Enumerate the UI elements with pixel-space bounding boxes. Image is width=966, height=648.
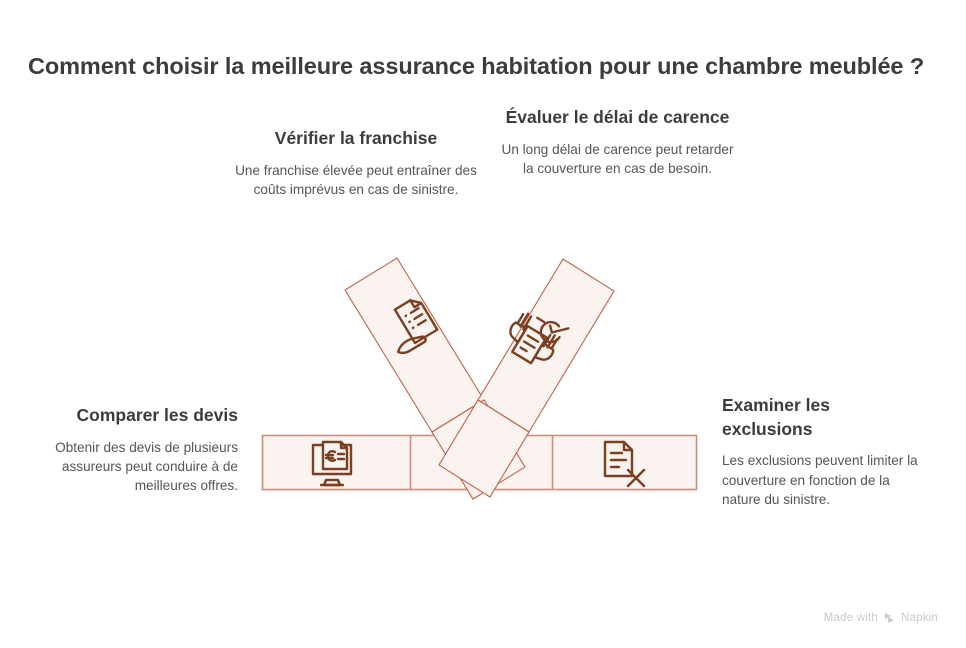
- label-title-examiner-les-exclusions: Examiner les exclusions: [722, 395, 830, 439]
- document-x-icon: [603, 440, 646, 488]
- label-description-comparer-les-devis: Obtenir des devis de plusieurs assureurs…: [55, 439, 238, 494]
- document-hands-check-icon: [509, 312, 570, 365]
- napkin-chevrons-icon: [883, 611, 896, 624]
- label-description-verifier-la-franchise: Une franchise élevée peut entraîner des …: [235, 162, 477, 197]
- document-in-hand-icon: [393, 299, 439, 355]
- label-description-evaluer-le-delai-de-carence: Un long délai de carence peut retarder l…: [501, 141, 734, 176]
- label-block-examiner-les-exclusions: Examiner les exclusions Les exclusions p…: [722, 394, 922, 509]
- watermark-made-with-label: Made with: [823, 611, 878, 624]
- arm-right-lower-segment-overlay: [438, 399, 530, 498]
- label-block-comparer-les-devis: Comparer les devis Obtenir des devis de …: [38, 404, 238, 496]
- watermark[interactable]: Made with Napkin: [824, 611, 938, 624]
- page-title: Comment choisir la meilleure assurance h…: [28, 53, 925, 79]
- diagram-v-tip-overlay: [431, 399, 530, 500]
- label-block-verifier-la-franchise: Vérifier la franchise Une franchise élev…: [232, 127, 480, 199]
- label-title-verifier-la-franchise: Vérifier la franchise: [274, 128, 438, 148]
- label-title-comparer-les-devis: Comparer les devis: [76, 405, 238, 425]
- watermark-brand-label: Napkin: [901, 611, 938, 624]
- label-description-examiner-les-exclusions: Les exclusions peuvent limiter la couver…: [722, 453, 918, 507]
- arm-left-upper-segment[interactable]: [344, 257, 485, 433]
- monitor-euro-invoice-icon: [311, 440, 353, 487]
- label-title-evaluer-le-delai-de-carence: Évaluer le délai de carence: [505, 107, 730, 127]
- label-block-evaluer-le-delai-de-carence: Évaluer le délai de carence Un long déla…: [500, 106, 735, 178]
